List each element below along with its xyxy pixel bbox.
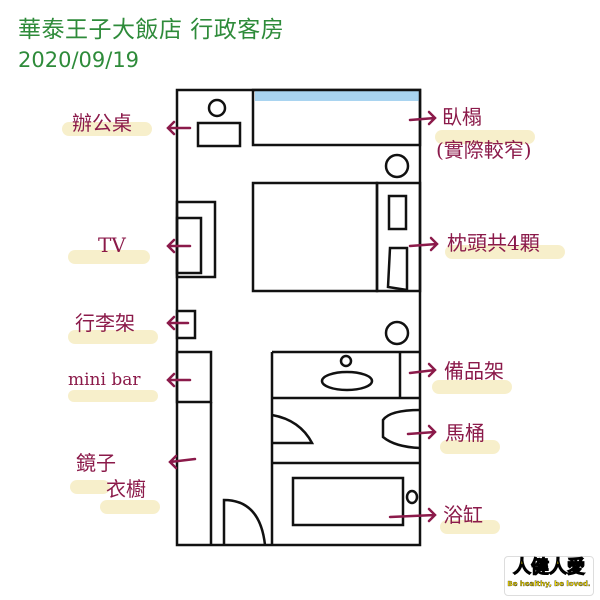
- label-bathtub: 浴缸: [443, 503, 483, 527]
- label-pillows: 枕頭共4顆: [447, 231, 540, 255]
- highlight-pillows: [445, 245, 565, 259]
- arrow-wardrobe: [168, 454, 197, 470]
- label-daybed: 臥榻: [442, 105, 482, 129]
- label-wardrobe: 衣櫥: [106, 477, 146, 501]
- label-daybed-note: (實際較窄): [436, 138, 532, 162]
- desk-chair: [207, 98, 227, 118]
- highlight-wardrobe: [100, 500, 160, 514]
- logo-main-text: 人健人愛: [513, 557, 586, 579]
- faucet: [339, 354, 353, 368]
- tv-cabinet: [175, 200, 217, 279]
- entry-door: [222, 498, 267, 546]
- nightstand-lamp-bottom: [384, 320, 410, 346]
- bathtub: [291, 476, 405, 527]
- arrow-pillows: [408, 236, 439, 252]
- label-minibar: mini bar: [68, 370, 141, 390]
- window: [255, 89, 420, 101]
- nightstand-lamp-top: [384, 153, 410, 179]
- label-luggage-rack: 行李架: [75, 311, 135, 335]
- highlight-minibar: [68, 390, 158, 402]
- highlight-bathtub: [440, 520, 500, 534]
- arrow-amenities: [408, 362, 437, 378]
- arrow-toilet: [406, 424, 437, 440]
- headboard: [375, 181, 422, 293]
- label-desk: 辦公桌: [72, 111, 132, 135]
- highlight-luggage: [68, 330, 158, 344]
- minibar: [175, 350, 213, 404]
- brand-logo: 人健人愛 Be healthy, be loved.: [504, 556, 594, 596]
- highlight-amenities: [432, 380, 512, 394]
- sink: [320, 370, 374, 392]
- arrow-tv: [166, 238, 192, 254]
- highlight-daybed: [435, 130, 535, 144]
- arrow-luggage: [166, 315, 190, 331]
- date-label: 2020/09/19: [18, 48, 140, 72]
- highlight-toilet: [440, 440, 500, 454]
- daybed: [251, 88, 422, 147]
- bed: [251, 181, 379, 293]
- pillow-1: [387, 194, 408, 231]
- highlight-tv: [68, 250, 150, 264]
- label-toilet: 馬桶: [445, 421, 485, 445]
- highlight-mirror: [70, 480, 110, 494]
- arrow-desk: [166, 120, 192, 136]
- highlight-desk: [62, 122, 152, 136]
- label-tv: TV: [98, 233, 126, 257]
- luggage-rack: [175, 309, 197, 340]
- arrow-daybed: [408, 110, 437, 126]
- arrow-bathtub: [388, 507, 437, 523]
- toilet: [381, 408, 421, 450]
- arrow-minibar: [166, 372, 192, 388]
- pillow-2: [386, 246, 409, 292]
- bathtub-drain: [405, 489, 419, 505]
- label-mirror: 鏡子: [76, 451, 116, 475]
- page-title: 華泰王子大飯店 行政客房: [18, 17, 285, 43]
- logo-tagline: Be healthy, be loved.: [507, 580, 591, 588]
- bathroom-door: [271, 413, 315, 445]
- label-amenities-rack: 備品架: [444, 359, 504, 383]
- desk: [196, 121, 242, 148]
